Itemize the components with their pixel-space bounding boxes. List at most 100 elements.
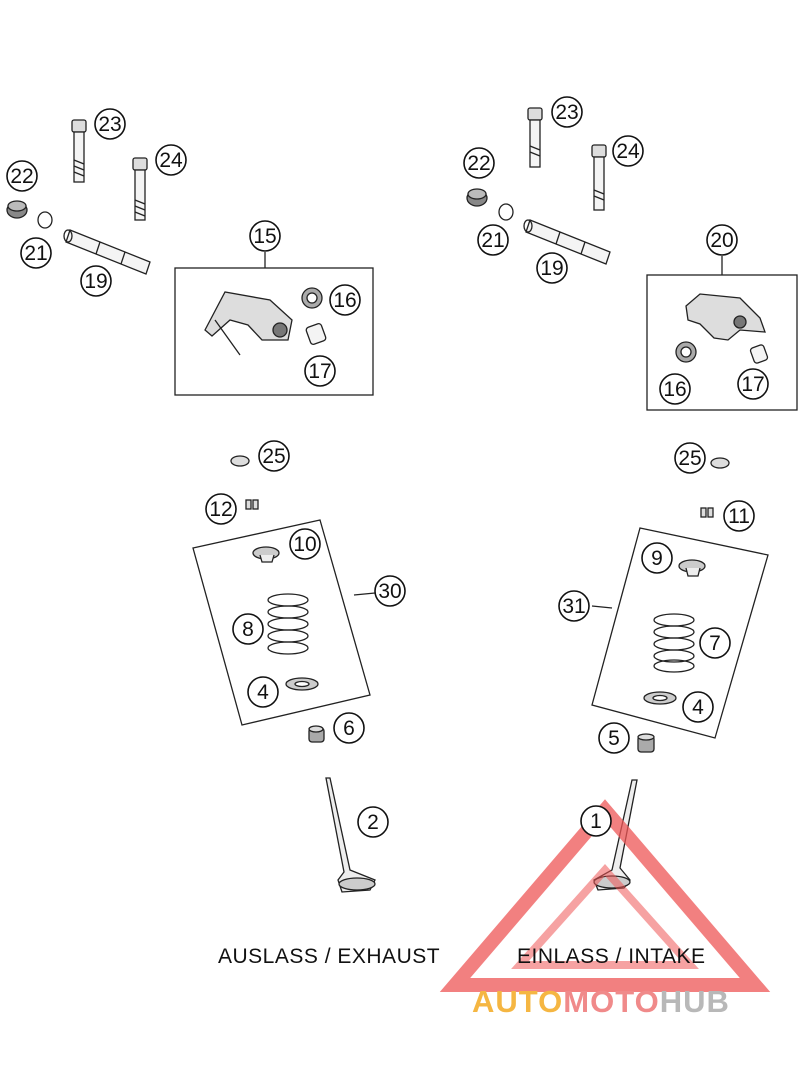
callout-number: 5 bbox=[608, 727, 620, 750]
callout-ex-22: 22 bbox=[6, 160, 38, 192]
callout-circle bbox=[333, 712, 365, 744]
callout-circle bbox=[232, 613, 264, 645]
exhaust-caption: AUSLASS / EXHAUST bbox=[218, 945, 440, 968]
callout-ex-23: 23 bbox=[94, 108, 126, 140]
bearing-16-intake bbox=[675, 341, 697, 363]
callout-number: 23 bbox=[555, 101, 578, 124]
rocker-arm-kit-box-15 bbox=[174, 267, 374, 396]
shim-25-intake bbox=[710, 457, 730, 469]
callout-circle bbox=[558, 590, 590, 622]
callout-in-11: 11 bbox=[723, 500, 755, 532]
callout-number: 24 bbox=[616, 140, 640, 163]
watermark-triangle bbox=[439, 799, 771, 992]
rocker-shaft-19-exhaust bbox=[63, 229, 151, 275]
valve-seal-5-intake bbox=[637, 733, 655, 753]
callout-number: 16 bbox=[663, 378, 686, 401]
callout-in-31: 31 bbox=[558, 590, 590, 622]
watermark-logo: AUTOMOTOHUB bbox=[439, 799, 771, 1019]
callout-circle bbox=[20, 237, 52, 269]
pin-17-exhaust bbox=[305, 323, 327, 345]
callout-number: 16 bbox=[333, 289, 356, 312]
keepers-12-exhaust bbox=[245, 499, 259, 510]
pin-17-intake bbox=[749, 344, 769, 364]
rocker-shaft-19-intake bbox=[523, 219, 611, 265]
callout-number: 21 bbox=[24, 242, 47, 265]
callout-number: 21 bbox=[481, 229, 504, 252]
callout-circle bbox=[659, 373, 691, 405]
callout-circle bbox=[737, 368, 769, 400]
bolt-24-exhaust bbox=[132, 157, 148, 221]
callout-in-20: 20 bbox=[706, 224, 738, 256]
callout-number: 25 bbox=[678, 447, 701, 470]
callout-ex-21: 21 bbox=[20, 237, 52, 269]
callout-number: 9 bbox=[651, 547, 663, 570]
callout-in-17: 17 bbox=[737, 368, 769, 400]
callout-number: 23 bbox=[98, 113, 121, 136]
callout-number: 17 bbox=[308, 360, 331, 383]
callout-circle bbox=[641, 542, 673, 574]
callout-circle bbox=[249, 220, 281, 252]
callout-circle bbox=[247, 676, 279, 708]
callout-ex-2: 2 bbox=[357, 806, 389, 838]
callout-number: 30 bbox=[378, 580, 401, 603]
callout-circle bbox=[205, 493, 237, 525]
callout-circle bbox=[551, 96, 583, 128]
bolt-23-exhaust bbox=[71, 119, 87, 183]
callout-circle bbox=[612, 135, 644, 167]
spring-seat-4-exhaust bbox=[285, 677, 319, 691]
callout-in-22: 22 bbox=[463, 147, 495, 179]
callout-circle bbox=[374, 575, 406, 607]
callout-in-9: 9 bbox=[641, 542, 673, 574]
watermark-text-moto: MOTO bbox=[563, 984, 659, 1019]
exhaust-assembly bbox=[6, 119, 376, 893]
callout-circle bbox=[463, 147, 495, 179]
callout-number: 11 bbox=[728, 505, 750, 528]
callout-number: 7 bbox=[709, 632, 721, 655]
intake-caption: EINLASS / INTAKE bbox=[517, 945, 706, 968]
callout-number: 8 bbox=[242, 618, 254, 641]
callout-number: 20 bbox=[710, 229, 733, 252]
keepers-11-intake bbox=[700, 507, 714, 518]
callout-circle bbox=[706, 224, 738, 256]
plug-22-intake bbox=[466, 188, 488, 207]
callout-circle bbox=[155, 144, 187, 176]
callout-in-19: 19 bbox=[536, 252, 568, 284]
bolt-24-intake bbox=[591, 144, 607, 211]
callout-ex-15: 15 bbox=[249, 220, 281, 252]
valve-seal-6-exhaust bbox=[308, 725, 325, 743]
callout-in-24: 24 bbox=[612, 135, 644, 167]
bolt-23-intake bbox=[527, 107, 543, 168]
callout-ex-30: 30 bbox=[374, 575, 406, 607]
valve-spring-7-intake bbox=[653, 613, 695, 673]
callout-in-21: 21 bbox=[477, 224, 509, 256]
callout-layer: 2324222119151617251210308462232422211920… bbox=[6, 96, 769, 838]
callout-number: 22 bbox=[467, 152, 490, 175]
callout-ex-4: 4 bbox=[247, 676, 279, 708]
callout-ex-12: 12 bbox=[205, 493, 237, 525]
callout-number: 25 bbox=[262, 445, 285, 468]
callout-number: 17 bbox=[741, 373, 764, 396]
callout-ex-17: 17 bbox=[304, 355, 336, 387]
callout-circle bbox=[580, 805, 612, 837]
callout-circle bbox=[682, 691, 714, 723]
valve-spring-8-exhaust bbox=[267, 593, 309, 655]
callout-number: 31 bbox=[562, 595, 585, 618]
callout-number: 1 bbox=[590, 810, 602, 833]
callout-ex-6: 6 bbox=[333, 712, 365, 744]
callout-circle bbox=[357, 806, 389, 838]
rocker-arm-intake bbox=[685, 293, 766, 341]
callout-circle bbox=[723, 500, 755, 532]
callout-circle bbox=[304, 355, 336, 387]
callout-in-7: 7 bbox=[699, 627, 731, 659]
callout-ex-8: 8 bbox=[232, 613, 264, 645]
callout-in-25: 25 bbox=[674, 442, 706, 474]
callout-number: 19 bbox=[540, 257, 563, 280]
watermark-text-hub: HUB bbox=[660, 984, 730, 1019]
callout-circle bbox=[598, 722, 630, 754]
oring-21-intake bbox=[498, 203, 514, 221]
callout-ex-24: 24 bbox=[155, 144, 187, 176]
spring-seat-4-intake bbox=[643, 691, 677, 705]
oring-21-exhaust bbox=[37, 211, 53, 229]
shim-25-exhaust bbox=[230, 455, 250, 467]
callout-ex-25: 25 bbox=[258, 440, 290, 472]
